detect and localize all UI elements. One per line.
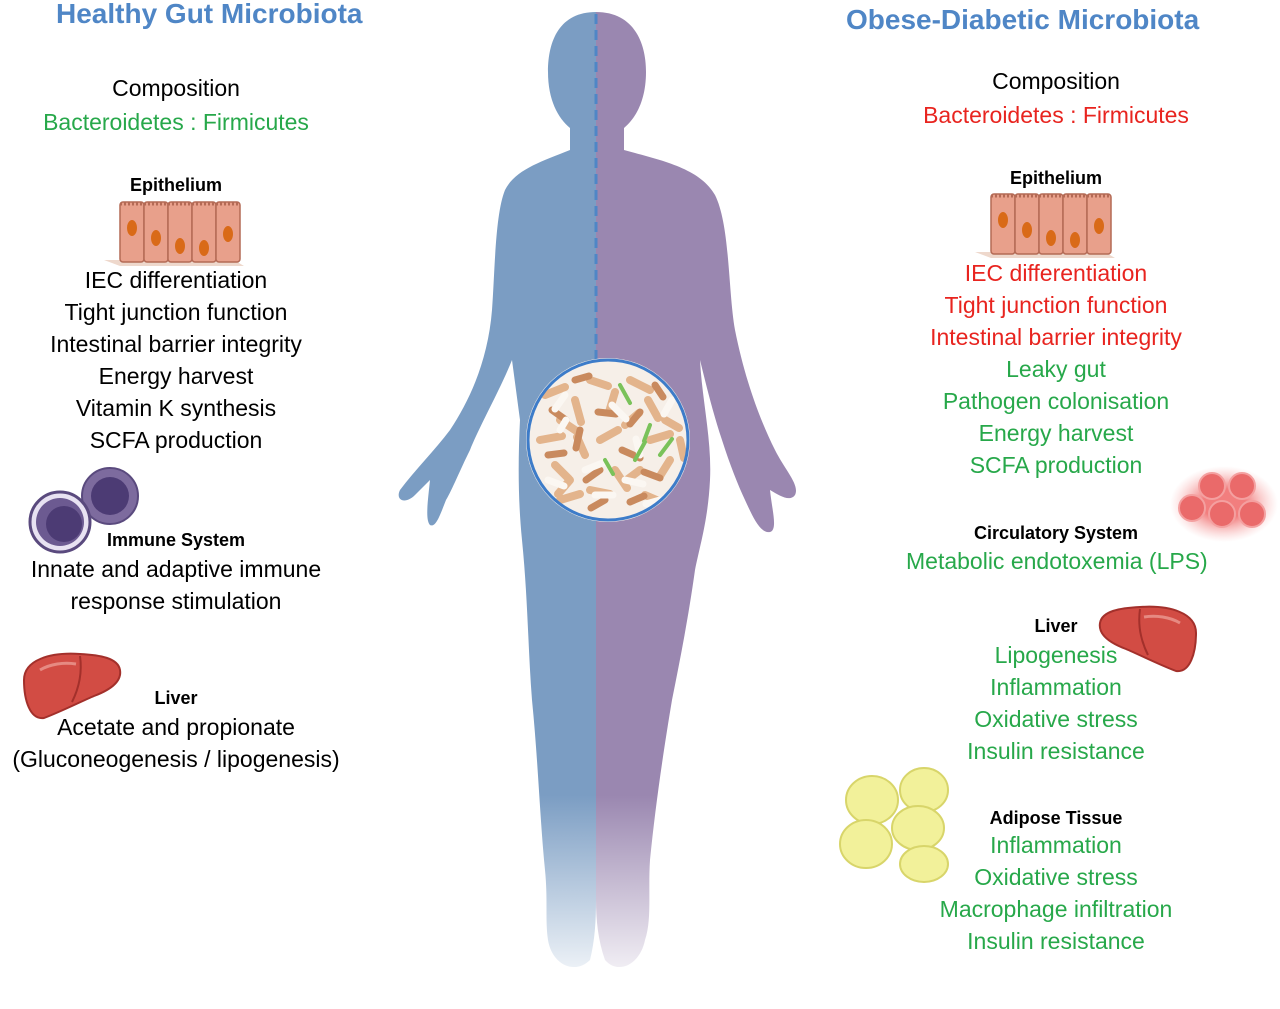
liver-item: Inflammation (990, 674, 1122, 700)
epithelium-item: SCFA production (89, 427, 263, 453)
liver-icon (22, 652, 122, 720)
obese-diabetic-title: Obese-Diabetic Microbiota (846, 4, 1200, 35)
right-liver-label: Liver (1034, 616, 1078, 636)
epithelium-item: Tight junction function (944, 292, 1168, 318)
epithelium-item: Pathogen colonisation (942, 388, 1170, 414)
obese-body-half (596, 12, 796, 968)
right-epithelium-list: IEC differentiation Tight junction funct… (906, 257, 1206, 481)
left-epithelium-label: Epithelium (129, 175, 222, 195)
left-composition: Composition Bacteroidetes : Firmicutes (0, 72, 352, 138)
left-liver-list: Acetate and propionate (Gluconeogenesis … (0, 711, 352, 775)
liver-item: Lipogenesis (994, 642, 1118, 668)
right-circulatory-label: Circulatory System (973, 523, 1139, 543)
right-adipose-list: Inflammation Oxidative stress Macrophage… (906, 829, 1206, 957)
epithelium-item: Intestinal barrier integrity (930, 324, 1182, 350)
healthy-gut-title: Healthy Gut Microbiota (56, 0, 363, 29)
liver-item: Acetate and propionate (57, 714, 295, 740)
right-epithelium-label: Epithelium (1009, 168, 1102, 188)
blood-cells-icon (1170, 466, 1278, 542)
circulatory-item: Metabolic endotoxemia (LPS) (906, 548, 1208, 574)
composition-ratio: Bacteroidetes : Firmicutes (43, 109, 309, 135)
adipose-item: Macrophage infiltration (939, 896, 1173, 922)
right-composition: Composition Bacteroidetes : Firmicutes (906, 65, 1206, 131)
immune-item: Innate and adaptive immune (30, 556, 322, 582)
healthy-body-half (398, 12, 596, 968)
epithelium-cells-icon (104, 201, 244, 266)
adipose-cells-icon (839, 767, 949, 883)
right-liver-list: Lipogenesis Inflammation Oxidative stres… (906, 639, 1206, 767)
composition-label: Composition (992, 68, 1120, 94)
adipose-item: Oxidative stress (974, 864, 1138, 890)
epithelium-item: Intestinal barrier integrity (50, 331, 302, 357)
right-circulatory-list: Metabolic endotoxemia (LPS) (906, 545, 1208, 577)
liver-item: (Gluconeogenesis / lipogenesis) (12, 746, 340, 772)
adipose-item: Insulin resistance (967, 928, 1145, 954)
left-immune-label: Immune System (106, 530, 246, 550)
composition-label: Composition (112, 75, 240, 101)
epithelium-item: IEC differentiation (84, 267, 268, 293)
adipose-item: Inflammation (990, 832, 1122, 858)
liver-icon (1098, 605, 1198, 673)
right-adipose-label: Adipose Tissue (989, 808, 1123, 828)
epithelium-cells-icon (975, 193, 1115, 258)
epithelium-item: Tight junction function (64, 299, 288, 325)
epithelium-item: Vitamin K synthesis (75, 395, 277, 421)
immune-item: response stimulation (70, 588, 282, 614)
liver-item: Insulin resistance (967, 738, 1145, 764)
epithelium-item: SCFA production (969, 452, 1143, 478)
liver-item: Oxidative stress (974, 706, 1138, 732)
left-epithelium-list: IEC differentiation Tight junction funct… (0, 264, 352, 456)
composition-ratio: Bacteroidetes : Firmicutes (923, 102, 1189, 128)
epithelium-item: Energy harvest (98, 363, 254, 389)
epithelium-item: Leaky gut (1006, 356, 1106, 382)
left-immune-list: Innate and adaptive immune response stim… (0, 553, 352, 617)
left-liver-label: Liver (154, 688, 198, 708)
epithelium-item: IEC differentiation (964, 260, 1148, 286)
epithelium-item: Energy harvest (978, 420, 1134, 446)
immune-cells-icon (28, 467, 139, 554)
gut-bacteria-icon (526, 358, 690, 522)
